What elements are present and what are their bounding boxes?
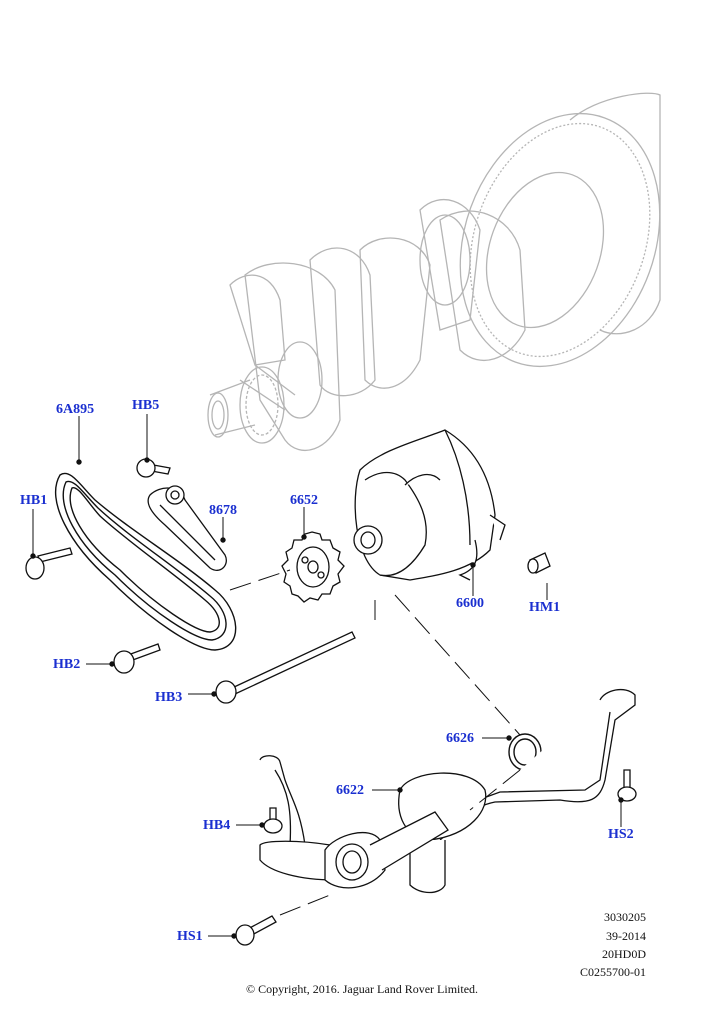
label-HB2[interactable]: HB2: [53, 657, 81, 672]
copyright-notice: © Copyright, 2016. Jaguar Land Rover Lim…: [245, 982, 479, 996]
ref-line-3: 20HD0D: [602, 947, 646, 961]
bolts: [25, 458, 637, 946]
label-HB3[interactable]: HB3: [155, 690, 183, 705]
label-HB1[interactable]: HB1: [20, 493, 48, 508]
label-HM1[interactable]: HM1: [529, 600, 561, 615]
label-6626[interactable]: 6626: [446, 731, 474, 746]
label-6622[interactable]: 6622: [336, 783, 364, 798]
crankshaft-ghost: [207, 92, 661, 451]
label-HS1[interactable]: HS1: [177, 929, 203, 944]
ref-line-2: 39-2014: [606, 929, 646, 943]
oil-pickup-6622: [259, 688, 636, 894]
timing-chain-6A895: [55, 472, 237, 651]
label-8678[interactable]: 8678: [209, 503, 237, 518]
label-6600[interactable]: 6600: [456, 596, 484, 611]
oil-pump-6600: [353, 429, 506, 581]
label-6A895[interactable]: 6A895: [56, 402, 95, 417]
label-6652[interactable]: 6652: [290, 493, 318, 508]
label-HS2[interactable]: HS2: [608, 827, 634, 842]
leader-lines: [30, 414, 624, 939]
oil-pump-sprocket-6652: [281, 531, 345, 603]
label-HB5[interactable]: HB5: [132, 398, 160, 413]
chain-tensioner-8678: [147, 485, 227, 571]
label-HB4[interactable]: HB4: [203, 818, 231, 833]
ref-line-4: C0255700-01: [580, 965, 646, 979]
dowel-HM1: [527, 552, 551, 574]
assembly-lines: [229, 569, 521, 916]
ref-line-1: 3030205: [604, 910, 646, 924]
